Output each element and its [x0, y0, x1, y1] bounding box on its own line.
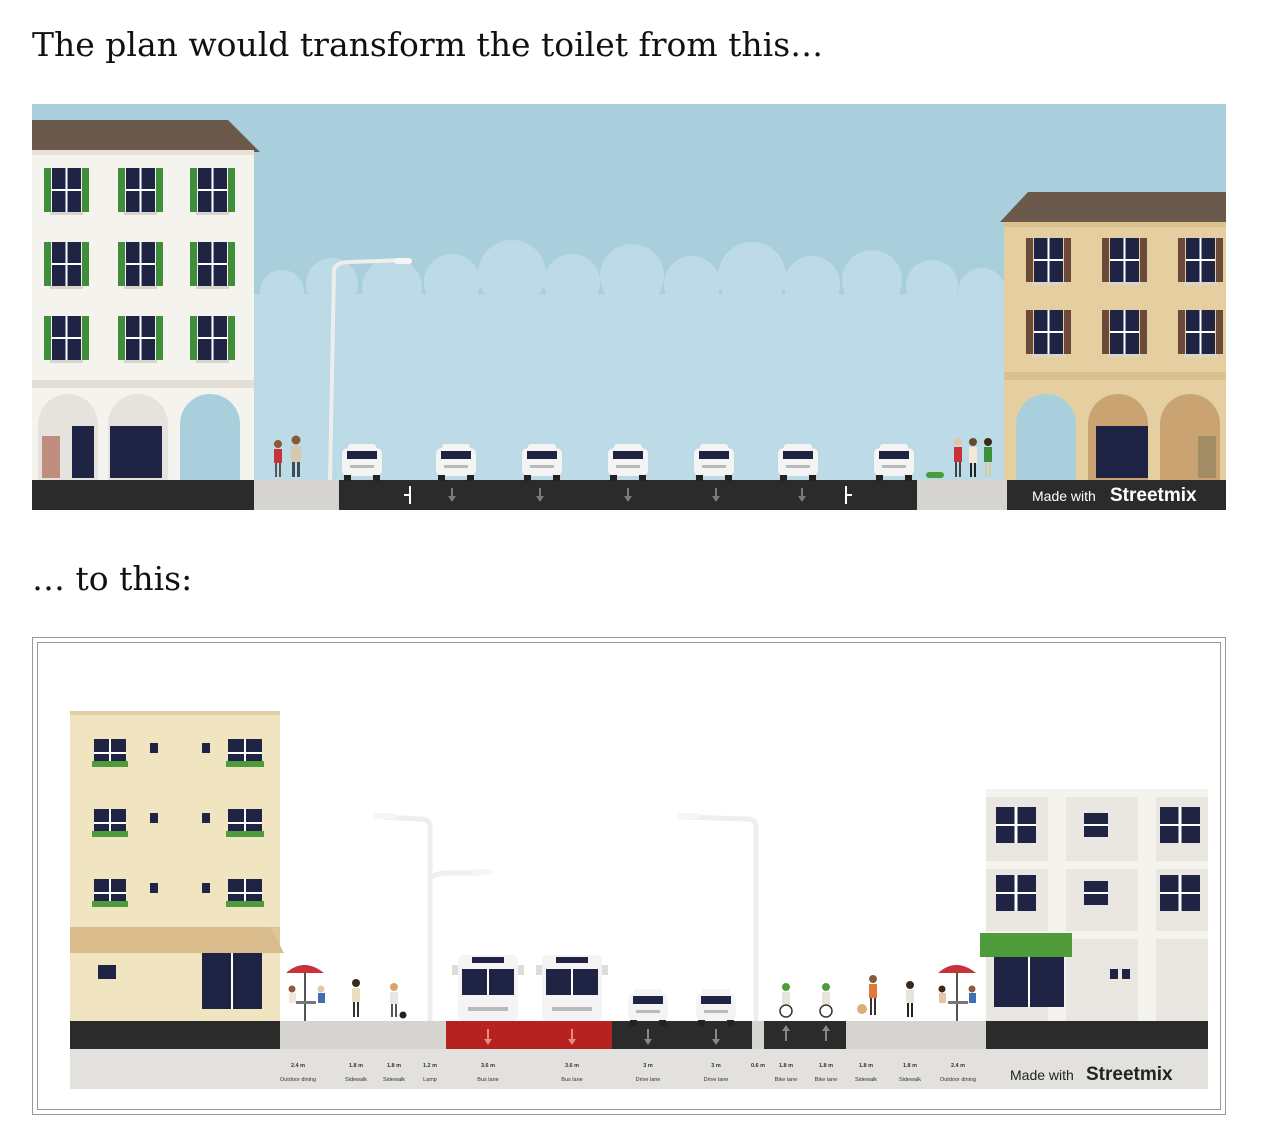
segment-name: Outdoor dining	[280, 1077, 316, 1083]
left-building	[32, 120, 260, 480]
segment-name: Bike lane	[815, 1077, 838, 1083]
segment-name: Sidewalk	[345, 1077, 367, 1083]
outdoor-dining-right	[938, 965, 976, 1021]
pedestrians-right	[926, 438, 992, 478]
streetmix-badge: Made with Streetmix	[1022, 480, 1226, 510]
segment-width: 1.8 m	[349, 1063, 363, 1069]
street-lamp	[328, 258, 412, 481]
streetmix-badge: Made with Streetmix	[1010, 1064, 1173, 1085]
outro-paragraph: … to this:	[32, 559, 193, 598]
segment-width: 1.8 m	[387, 1063, 401, 1069]
made-with-text: Made with	[1010, 1067, 1074, 1083]
segment-width: 1.8 m	[859, 1063, 873, 1069]
segment-name: Sidewalk	[383, 1077, 405, 1083]
segment-name: Outdoor dining	[940, 1077, 976, 1083]
segment-width: 2.4 m	[291, 1063, 305, 1069]
segment-width: 3 m	[643, 1063, 653, 1069]
clouds	[252, 240, 1012, 484]
segment-width: 3 m	[711, 1063, 721, 1069]
segment-name: Drive lane	[704, 1077, 729, 1083]
segment-width: 1.2 m	[423, 1063, 437, 1069]
pedestrians	[352, 975, 914, 1019]
pedestrians-left	[274, 435, 301, 477]
segment-width: 1.8 m	[903, 1063, 917, 1069]
made-with-text: Made with	[1032, 488, 1096, 504]
street-lamps	[381, 814, 759, 1021]
streetmix-after-illustration: 2.4 m Outdoor dining 1.8 m Sidewalk 1.8 m Sid…	[32, 637, 1226, 1115]
intro-paragraph: The plan would transform the toilet from…	[32, 25, 824, 64]
segment-width: 3.6 m	[481, 1063, 495, 1069]
segment-name: Sidewalk	[899, 1077, 921, 1083]
streetmix-brand: Streetmix	[1086, 1064, 1173, 1085]
streetmix-brand: Streetmix	[1110, 485, 1197, 506]
segment-name: Bike lane	[775, 1077, 798, 1083]
segment-width: 1.8 m	[779, 1063, 793, 1069]
segment-width: 3.6 m	[565, 1063, 579, 1069]
segment-name: Bus lane	[561, 1077, 582, 1083]
outdoor-dining-left	[286, 965, 325, 1021]
segment-name: Drive lane	[636, 1077, 661, 1083]
segment-width: 0.6 m	[751, 1063, 765, 1069]
segment-name: Sidewalk	[855, 1077, 877, 1083]
streetmix-before-illustration: Made with Streetmix	[32, 104, 1226, 510]
segment-name: Bus lane	[477, 1077, 498, 1083]
segment-width: 1.8 m	[819, 1063, 833, 1069]
segment-width: 2.4 m	[951, 1063, 965, 1069]
cyclists	[779, 983, 833, 1018]
segment-name: Lamp	[423, 1077, 437, 1083]
